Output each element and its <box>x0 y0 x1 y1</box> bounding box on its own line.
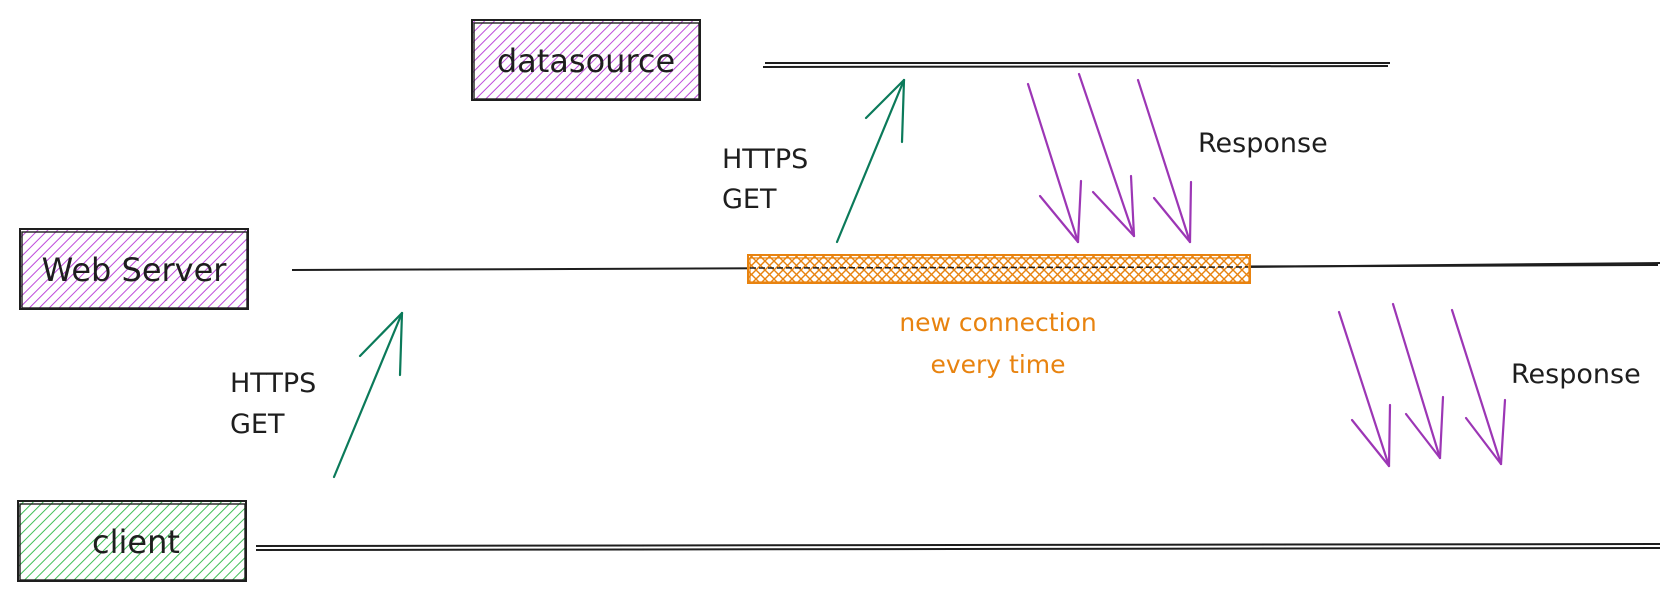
new-connection-line1: new connection <box>899 308 1096 337</box>
datasource-label: datasource <box>497 42 675 80</box>
https-get-lower-line1: HTTPS <box>230 368 316 399</box>
https-get-lower-line2: GET <box>230 409 285 440</box>
web-server-label: Web Server <box>42 251 228 289</box>
response-label-lower: Response <box>1511 359 1641 390</box>
client-node: client <box>17 500 247 582</box>
request-arrow-client-to-server <box>332 311 404 479</box>
datasource-node: datasource <box>471 19 701 101</box>
response-arrows-server-to-client <box>1337 302 1507 468</box>
request-arrow-server-to-datasource <box>835 78 906 244</box>
https-get-label-upper: HTTPS GET <box>722 144 808 215</box>
new-connection-line2: every time <box>930 350 1065 379</box>
new-connection-note: new connection every time <box>899 308 1096 379</box>
https-get-upper-line2: GET <box>722 184 777 215</box>
new-connection-bar <box>747 254 1251 284</box>
client-label: client <box>92 523 180 561</box>
response-label-upper: Response <box>1198 128 1328 159</box>
web-server-node: Web Server <box>19 228 249 310</box>
https-get-upper-line1: HTTPS <box>722 144 808 175</box>
response-arrows-datasource-to-server <box>1026 72 1193 244</box>
https-get-label-lower: HTTPS GET <box>230 368 316 440</box>
client-lifeline <box>255 543 1661 551</box>
datasource-lifeline <box>762 62 1390 68</box>
